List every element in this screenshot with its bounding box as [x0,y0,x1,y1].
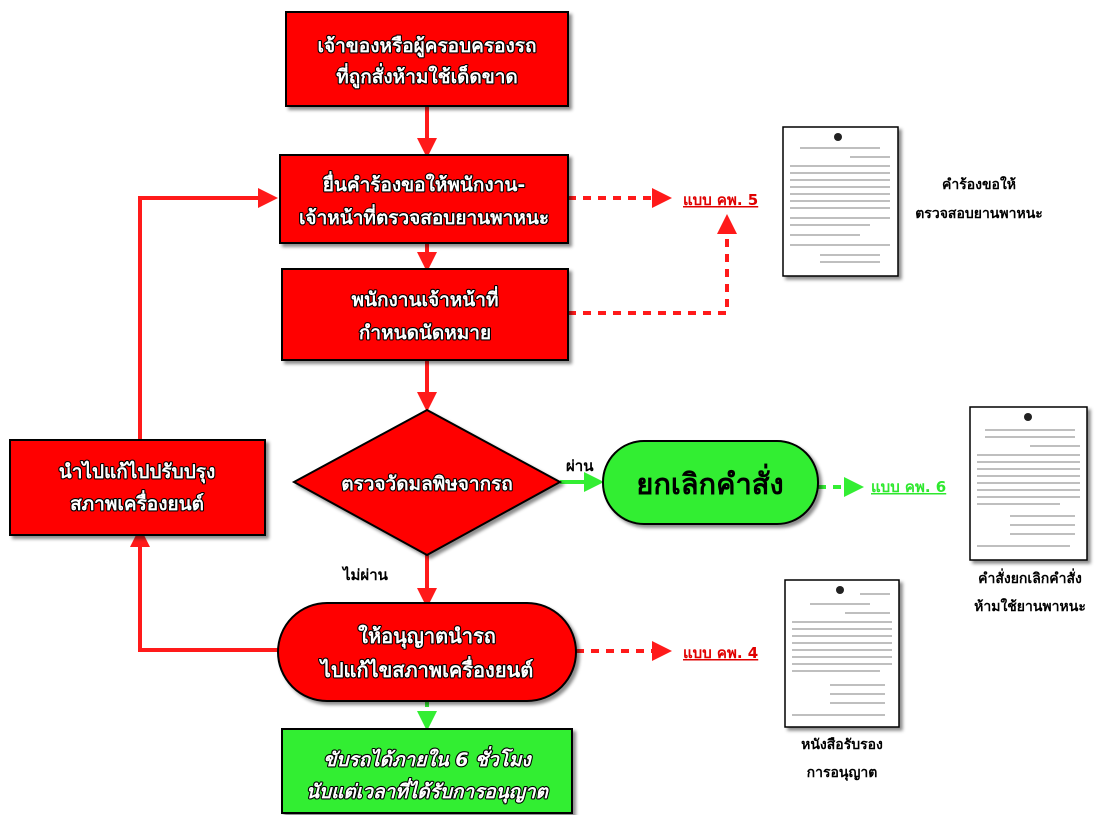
document-kp4-thumbnail [784,579,900,728]
node-permit-line2: ไปแก้ไขสภาพเครื่องยนต์ [319,655,533,682]
caption-kp6-line2: ห้ามใช้ยานพาหนะ [974,597,1086,615]
document-kp6-thumbnail [969,406,1088,561]
node-improve-line2: สภาพเครื่องยนต์ [70,490,204,515]
caption-kp6-line1: คำสั่งยกเลิกคำสั่ง [978,568,1082,587]
form-label-kp6: แบบ คพ. 6 [871,478,946,496]
node-improve-line1: นำไปแก้ไปปรับปรุง [59,460,216,484]
caption-kp5-line1: คำร้องขอให้ [942,175,1016,193]
garuda-emblem-icon [1024,413,1032,421]
node-request-line1: ยื่นคำร้องขอให้พนักงาน- [323,171,525,196]
document-kp5-thumbnail [782,126,899,277]
caption-kp4-line1: หนังสือรับรอง [801,737,883,753]
caption-kp5-line2: ตรวจสอบยานพาหนะ [915,206,1043,222]
form-label-kp5: แบบ คพ. 5 [683,191,758,209]
node-inspect: ตรวจวัดมลพิษจากรถ [291,408,563,557]
node-cancel-label: ยกเลิกคำสั่ง [636,463,783,501]
node-appointment-line1: พนักงานเจ้าหน้าที่ [352,286,499,311]
edge-permit-to-improve [130,527,278,652]
node-owner: เจ้าของหรือผู้ครอบครองรถ ที่ถูกสั่งห้ามใ… [285,11,569,107]
node-request: ยื่นคำร้องขอให้พนักงาน- เจ้าหน้าที่ตรวจส… [279,154,569,244]
node-drive: ขับรถได้ภายใน 6 ชั่วโมง นับแต่เวลาที่ได้… [281,728,573,814]
node-drive-line2: นับแต่เวลาที่ได้รับการอนุญาต [306,778,549,804]
edge-appointment-to-kp5 [568,214,737,315]
form-label-kp4: แบบ คพ. 4 [683,644,758,662]
node-request-line2: เจ้าหน้าที่ตรวจสอบยานพาหนะ [299,204,549,229]
node-improve: นำไปแก้ไปปรับปรุง สภาพเครื่องยนต์ [9,439,266,536]
node-appointment-line2: กำหนดนัดหมาย [359,322,491,344]
node-owner-line2: ที่ถูกสั่งห้ามใช้เด็ดขาด [336,63,517,89]
node-owner-line1: เจ้าของหรือผู้ครอบครองรถ [318,35,537,58]
node-drive-line1: ขับรถได้ภายใน 6 ชั่วโมง [323,746,532,771]
edges [130,106,864,731]
caption-kp4-line2: การอนุญาต [807,765,878,781]
node-permit-line1: ให้อนุญาตนำรถ [358,624,496,649]
edge-improve-to-request [138,188,278,440]
node-cancel: ยกเลิกคำสั่ง [602,440,819,525]
garuda-emblem-icon [834,133,842,141]
garuda-emblem-icon [836,586,844,594]
node-inspect-label: ตรวจวัดมลพิษจากรถ [341,473,513,495]
node-appointment: พนักงานเจ้าหน้าที่ กำหนดนัดหมาย [281,268,569,361]
node-permit: ให้อนุญาตนำรถ ไปแก้ไขสภาพเครื่องยนต์ [277,602,577,702]
edge-label-pass: ผ่าน [566,457,594,475]
edge-label-fail: ไม่ผ่าน [341,565,389,584]
